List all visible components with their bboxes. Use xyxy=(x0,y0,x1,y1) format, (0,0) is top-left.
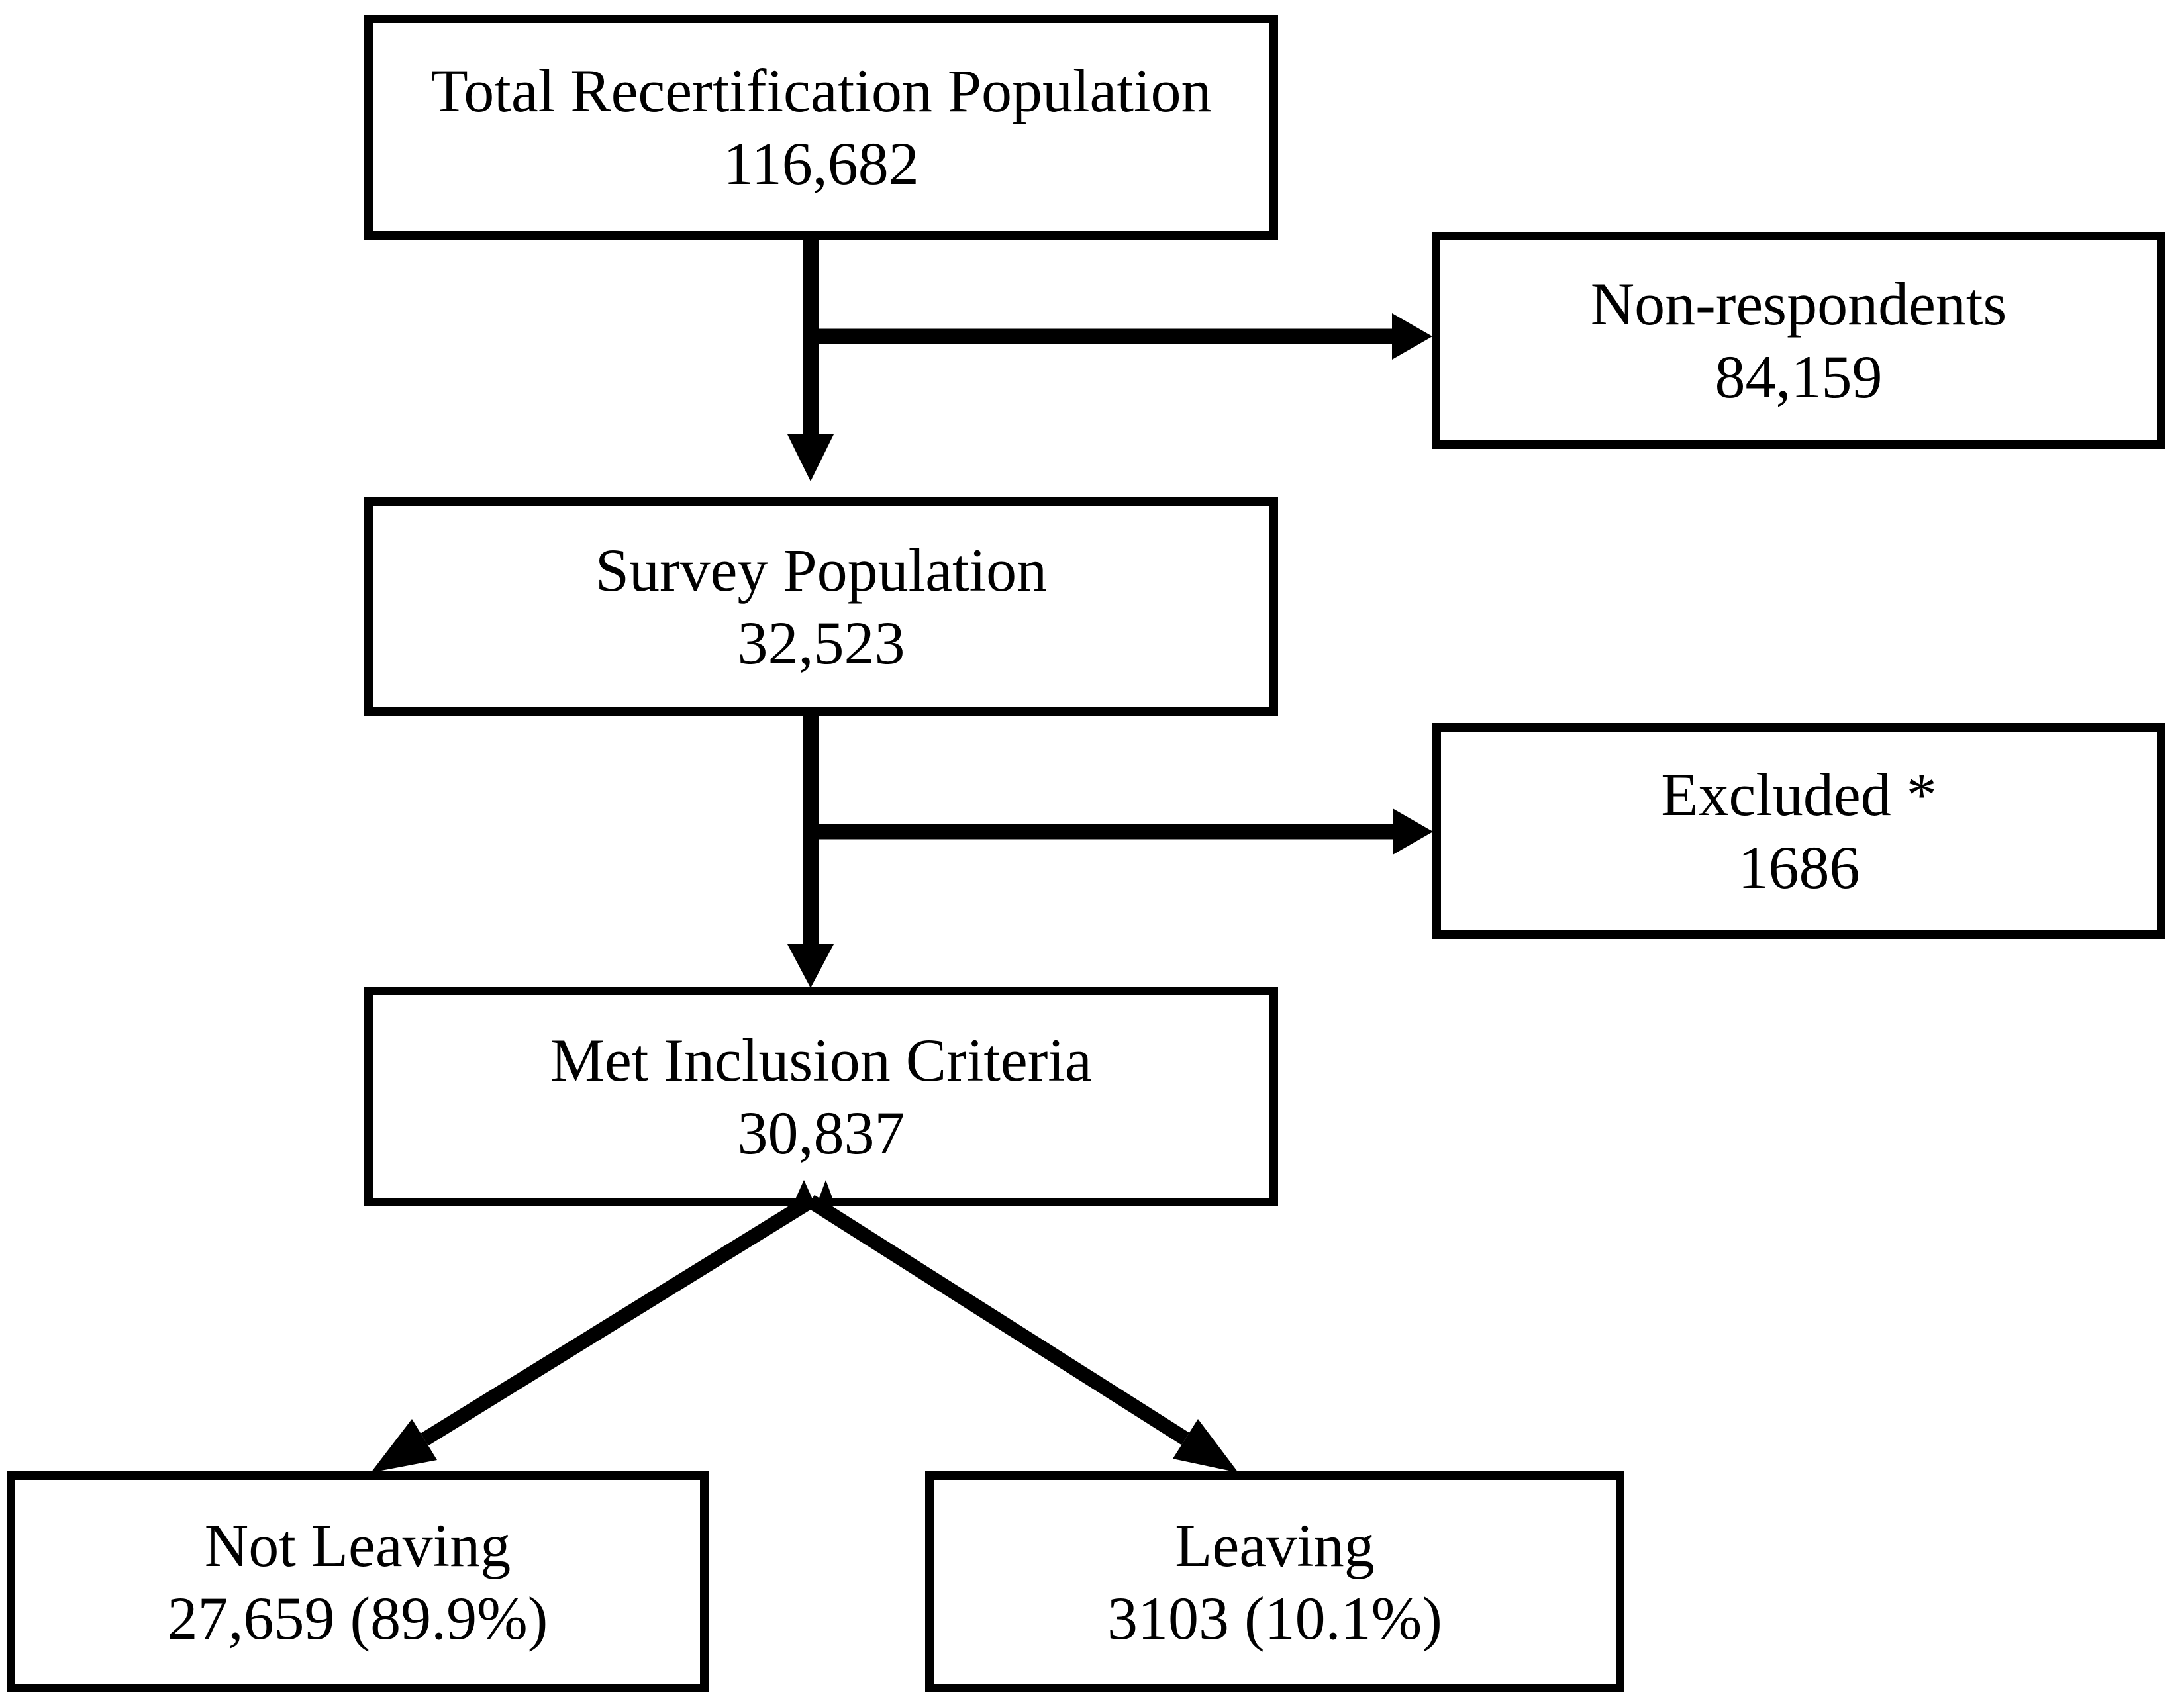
box-leaving: Leaving 3103 (10.1%) xyxy=(925,1471,1624,1692)
box-excluded: Excluded * 1686 xyxy=(1432,723,2165,939)
connector-met-inclusion-to-leaving-line xyxy=(807,1195,1189,1445)
arrowhead-right-to-excluded-icon xyxy=(1393,808,1433,855)
box-excluded-label: Excluded * xyxy=(1661,761,1937,828)
arrowhead-right-to-non-respondents-icon xyxy=(1392,313,1432,360)
connector-met-inclusion-to-not-leaving-line xyxy=(421,1195,815,1446)
box-total-recertification-population: Total Recertification Population 116,682 xyxy=(364,15,1278,240)
box-not-leaving-value: 27,659 (89.9%) xyxy=(167,1585,548,1652)
box-survey-label: Survey Population xyxy=(595,536,1048,604)
box-survey-value: 32,523 xyxy=(737,609,905,677)
box-non-respondents-value: 84,159 xyxy=(1714,343,1883,411)
box-non-respondents: Non-respondents 84,159 xyxy=(1432,232,2165,449)
box-total-value: 116,682 xyxy=(723,130,919,197)
box-leaving-label: Leaving xyxy=(1175,1512,1375,1579)
box-met-inclusion-label: Met Inclusion Criteria xyxy=(550,1026,1092,1094)
box-total-label: Total Recertification Population xyxy=(430,57,1212,124)
arrowhead-down-to-survey-icon xyxy=(787,434,834,481)
arrowhead-diagonal-to-not-leaving-icon xyxy=(371,1419,437,1473)
box-met-inclusion-criteria: Met Inclusion Criteria 30,837 xyxy=(364,987,1278,1206)
box-non-respondents-label: Non-respondents xyxy=(1590,270,2007,338)
box-survey-population: Survey Population 32,523 xyxy=(364,497,1278,716)
arrowhead-down-to-met-inclusion-icon xyxy=(787,944,834,988)
box-met-inclusion-value: 30,837 xyxy=(737,1099,905,1167)
box-excluded-value: 1686 xyxy=(1738,834,1860,901)
box-not-leaving-label: Not Leaving xyxy=(204,1512,511,1579)
box-not-leaving: Not Leaving 27,659 (89.9%) xyxy=(7,1471,709,1692)
box-leaving-value: 3103 (10.1%) xyxy=(1107,1585,1442,1652)
arrowhead-diagonal-to-leaving-icon xyxy=(1173,1419,1238,1473)
